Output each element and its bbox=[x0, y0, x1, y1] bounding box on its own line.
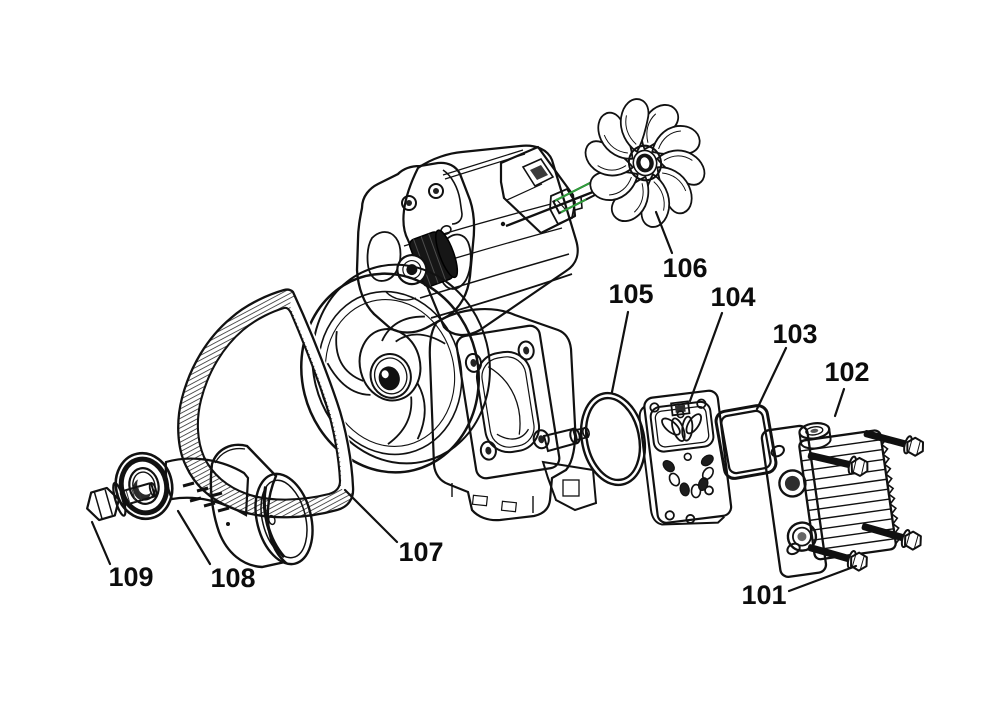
crankshaft-stub bbox=[542, 426, 590, 453]
valve-plate bbox=[638, 389, 733, 526]
reed-valve-petals bbox=[661, 410, 702, 442]
callout-label-102: 102 bbox=[824, 357, 869, 387]
callout-102: 102 bbox=[824, 357, 870, 418]
callout-label-105: 105 bbox=[608, 279, 653, 309]
callout-label-107: 107 bbox=[398, 537, 443, 567]
callouts: 101 102 103 104 105 106 107 108 bbox=[90, 210, 870, 610]
callout-label-103: 103 bbox=[772, 319, 817, 349]
leader-line-106 bbox=[654, 210, 674, 255]
callout-101: 101 bbox=[741, 564, 858, 610]
callout-109: 109 bbox=[90, 520, 154, 592]
head-gasket bbox=[714, 404, 778, 480]
callout-106: 106 bbox=[654, 210, 708, 283]
leader-line-104 bbox=[688, 311, 724, 403]
valve-plate-ports bbox=[662, 452, 714, 499]
head-ear-hole-top bbox=[770, 444, 785, 458]
callout-label-109: 109 bbox=[108, 562, 153, 592]
motor-body-dot bbox=[500, 221, 506, 227]
leader-line-103 bbox=[755, 346, 788, 411]
callout-105: 105 bbox=[608, 279, 654, 394]
head-ear-hole-bottom bbox=[786, 542, 801, 556]
head-top-boss bbox=[798, 422, 832, 450]
pump-crankcase bbox=[428, 308, 598, 522]
leader-line-108 bbox=[176, 509, 212, 566]
o-ring bbox=[579, 391, 647, 487]
flywheel-spokes bbox=[326, 315, 446, 445]
callout-107: 107 bbox=[343, 488, 444, 567]
callout-104: 104 bbox=[688, 282, 756, 403]
drive-belt bbox=[177, 288, 355, 519]
leader-line-101 bbox=[787, 564, 858, 593]
piston-cup bbox=[209, 443, 314, 569]
head-side-ports bbox=[778, 469, 818, 552]
callout-108: 108 bbox=[176, 509, 256, 593]
leader-line-102 bbox=[833, 387, 846, 418]
cooling-fan bbox=[579, 92, 711, 234]
cylinder-head bbox=[760, 422, 902, 578]
flange-bolt-109 bbox=[86, 481, 158, 522]
callout-label-106: 106 bbox=[662, 253, 707, 283]
cylinder-mounting-face bbox=[455, 324, 561, 480]
head-bolt-2 bbox=[805, 445, 871, 479]
rod-rib-marks bbox=[182, 481, 230, 513]
leader-line-105 bbox=[610, 310, 630, 394]
face-corner-bosses bbox=[464, 340, 550, 461]
callout-label-104: 104 bbox=[710, 282, 755, 312]
shaft-highlight bbox=[554, 180, 594, 214]
motor-tie-rod bbox=[442, 149, 526, 180]
callout-label-108: 108 bbox=[210, 563, 255, 593]
leader-line-109 bbox=[90, 520, 112, 566]
flywheel bbox=[300, 263, 491, 474]
callout-103: 103 bbox=[755, 319, 818, 411]
leader-line-107 bbox=[343, 488, 399, 544]
callout-label-101: 101 bbox=[741, 580, 786, 610]
reed-valve-clamp bbox=[670, 400, 691, 417]
